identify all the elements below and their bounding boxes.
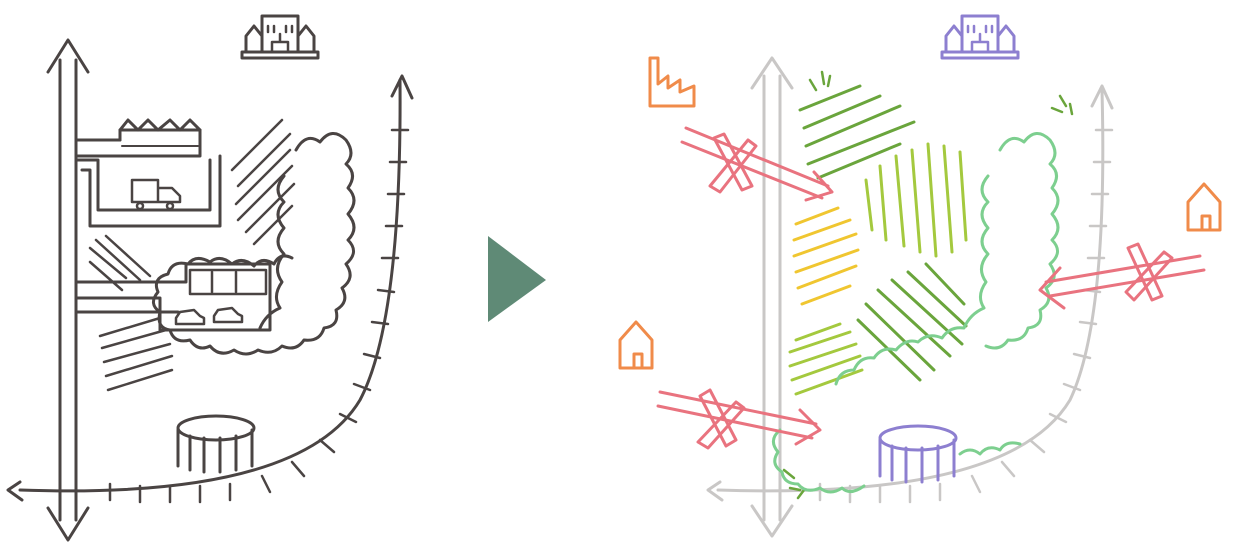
- chateau-icon: [942, 16, 1018, 58]
- vertical-road-arrow: [48, 40, 88, 540]
- blocked-arrow-right-house: [1040, 244, 1204, 308]
- factory-icon: [650, 58, 694, 106]
- transition-arrow-icon: [488, 236, 546, 322]
- curved-road-arrow: [8, 76, 412, 502]
- chateau-icon: [242, 16, 318, 58]
- hatched-green-areas: [90, 120, 294, 390]
- faded-curved-road: [708, 86, 1112, 502]
- car-icon: [176, 310, 204, 324]
- branch-roads: [76, 120, 220, 226]
- blocked-arrow-left-house: [658, 390, 820, 448]
- hatched-green-zones: [790, 86, 966, 394]
- bandstand-icon: [178, 416, 254, 472]
- faded-vertical-road: [752, 58, 792, 536]
- car-icon: [214, 308, 242, 322]
- truck-icon: [132, 180, 180, 209]
- before-panel: [8, 16, 412, 540]
- house-icon: [1188, 184, 1220, 230]
- hatched-yellow-zone: [794, 208, 858, 304]
- house-icon: [620, 322, 652, 368]
- after-panel: [620, 16, 1220, 536]
